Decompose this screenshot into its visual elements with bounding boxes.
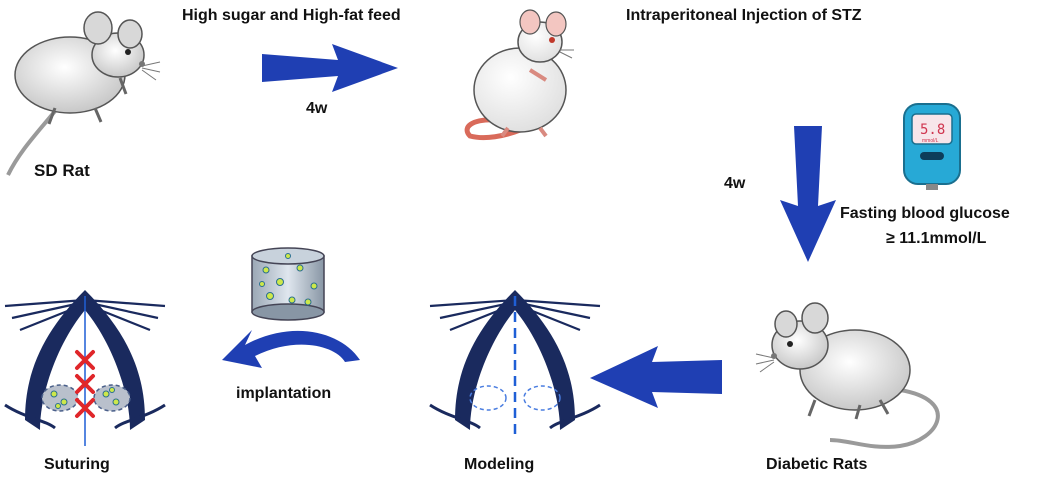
glucometer-icon: 5.8 mmol/L: [903, 103, 961, 190]
injection-label: Intraperitoneal Injection of STZ: [626, 7, 862, 24]
diabetic-rat-icon: [755, 302, 940, 449]
white-rat-icon: [464, 9, 574, 141]
arrow-down-icon: [780, 126, 836, 262]
modeling-label: Modeling: [464, 456, 534, 473]
glucometer-unit: mmol/L: [922, 138, 939, 144]
glucose-label-line1: Fasting blood glucose: [840, 205, 1010, 222]
curved-arrow-icon: [222, 330, 360, 368]
suturing-wound-icon: [4, 290, 166, 446]
sd-rat-label: SD Rat: [34, 161, 90, 180]
suturing-label: Suturing: [44, 456, 110, 473]
diabetic-rats-label: Diabetic Rats: [766, 456, 867, 473]
duration-label-2: 4w: [724, 175, 746, 192]
arrow-left-icon: [590, 346, 722, 408]
sd-rat-icon: [6, 11, 161, 176]
glucometer-reading: 5.8: [920, 122, 945, 138]
arrow-right-icon: [262, 44, 398, 92]
duration-label-1: 4w: [306, 100, 328, 117]
implantation-label: implantation: [236, 385, 331, 402]
modeling-wound-icon: [429, 290, 601, 440]
glucose-label-line2: ≥ 11.1mmol/L: [886, 230, 987, 247]
hydrogel-cylinder-icon: [251, 247, 325, 321]
feed-label: High sugar and High-fat feed: [182, 7, 401, 24]
